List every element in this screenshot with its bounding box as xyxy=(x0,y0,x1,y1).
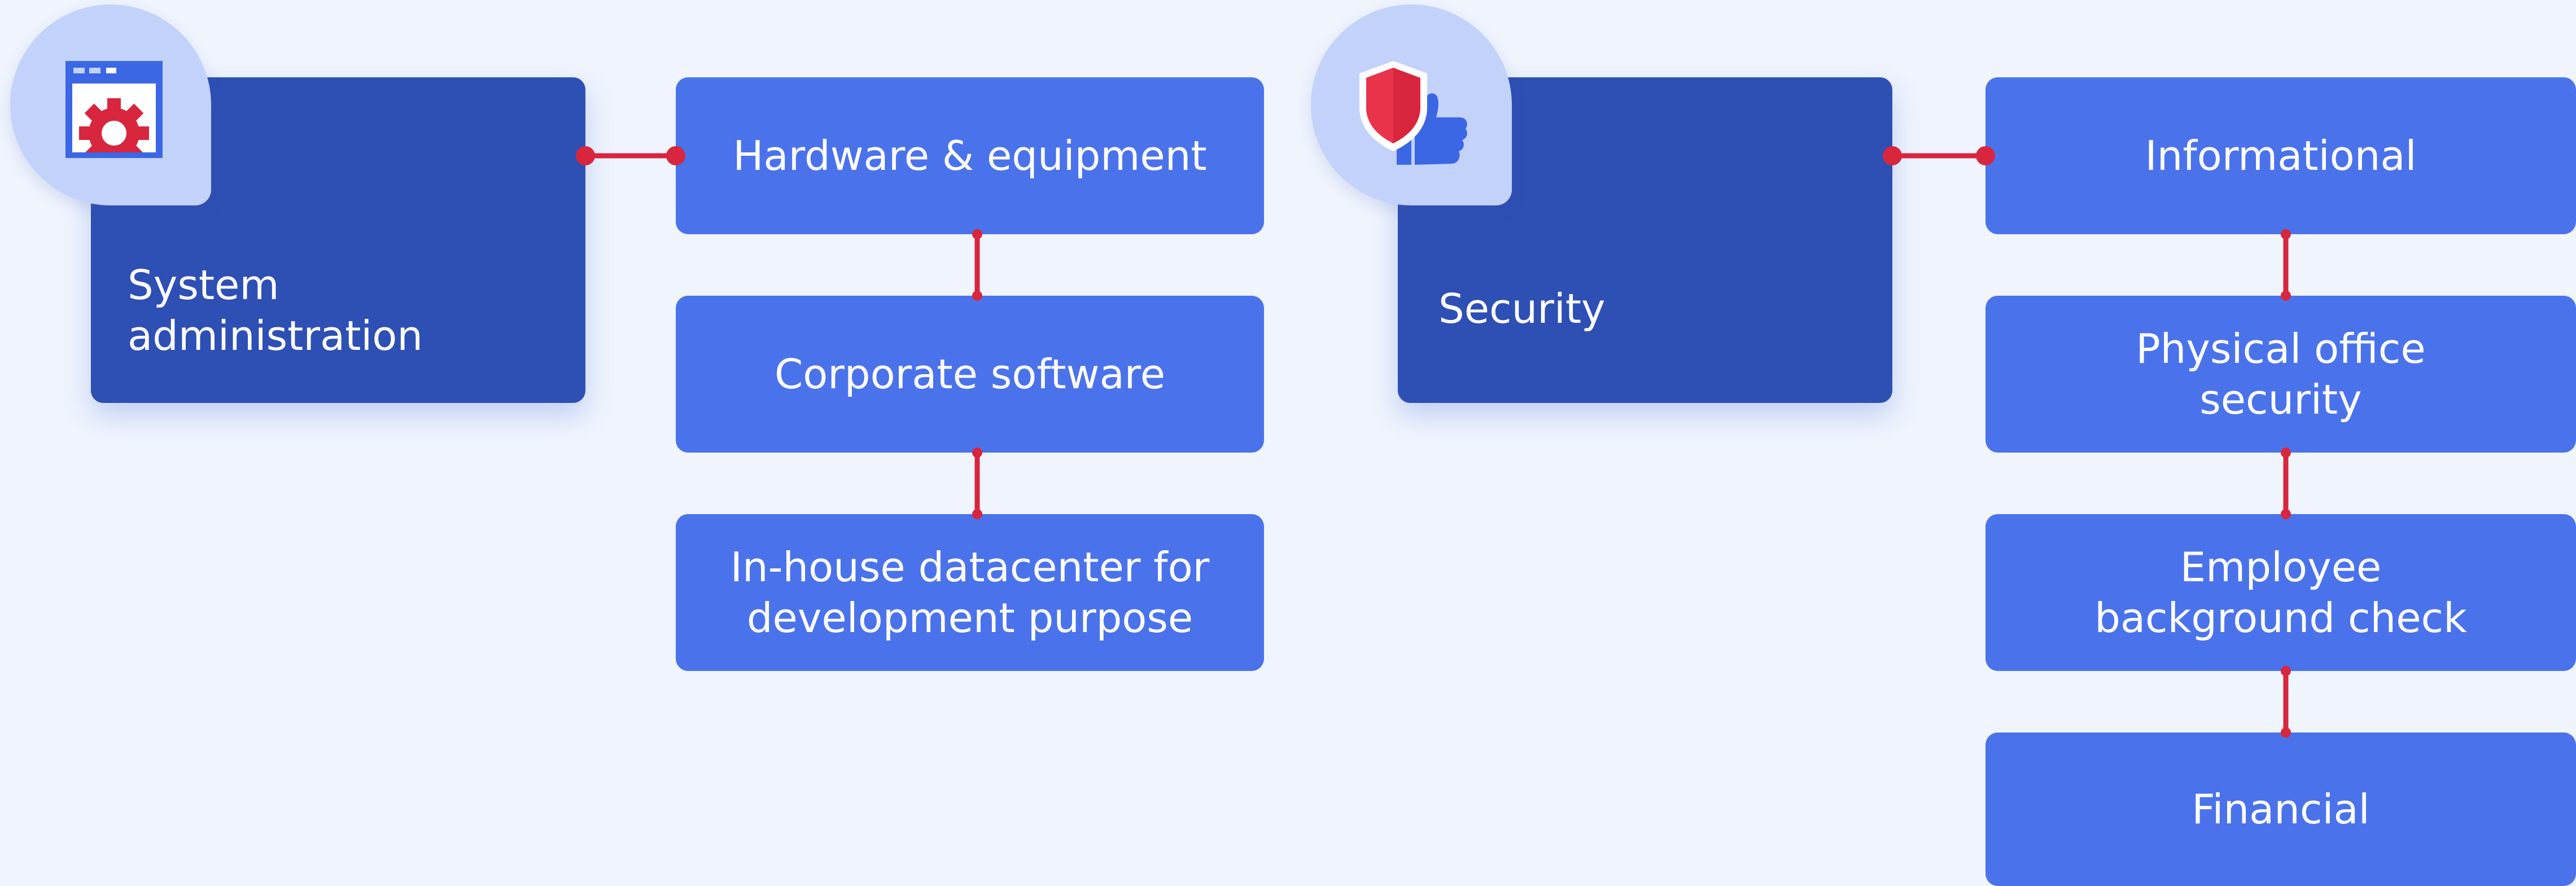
physical-office-security-box: Physical office security xyxy=(1985,296,2576,453)
inhouse-datacenter-box: In-house datacenter for development purp… xyxy=(676,514,1264,671)
informational-box: Informational xyxy=(1985,77,2576,234)
corporate-software-box: Corporate software xyxy=(676,296,1264,453)
security-label: Security xyxy=(1438,285,1606,332)
system-administration-label: System administration xyxy=(128,261,423,359)
hardware-equipment-box: Hardware & equipment xyxy=(676,77,1264,234)
shield-thumbs-up-icon xyxy=(1359,61,1467,165)
employee-background-check-box: Employee background check xyxy=(1985,514,2576,671)
security-badge xyxy=(1311,5,1512,205)
system-administration-badge xyxy=(10,5,211,205)
financial-box: Financial xyxy=(1985,733,2576,886)
settings-window-icon xyxy=(65,61,163,158)
